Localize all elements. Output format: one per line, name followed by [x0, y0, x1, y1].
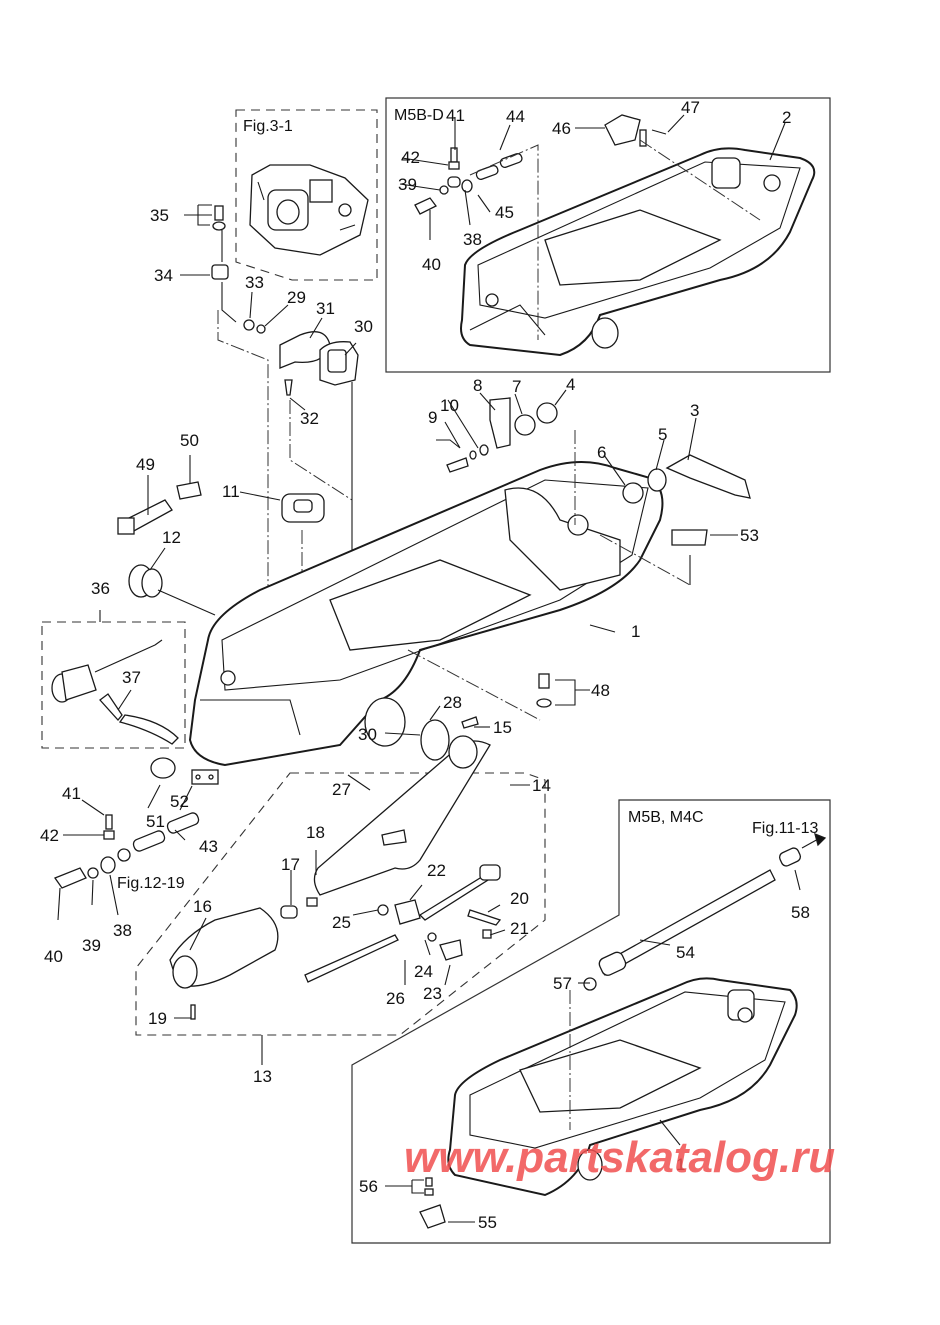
- callout-42-left[interactable]: 42: [40, 826, 59, 845]
- parts-28-30-15: [420, 716, 479, 761]
- callout-30-lower[interactable]: 30: [358, 725, 377, 744]
- callout-44[interactable]: 44: [506, 107, 525, 126]
- lock-lever-parts: [446, 397, 751, 546]
- callout-12[interactable]: 12: [162, 528, 181, 547]
- callout-16[interactable]: 16: [193, 897, 212, 916]
- fig-3-1-inset: Fig.3-1: [235, 109, 378, 281]
- parts-49-50: [117, 481, 202, 535]
- callout-labels: 41 42 39 40 44 38 45 46 47 2 35 34 33 29…: [40, 98, 810, 1232]
- callout-42[interactable]: 42: [401, 148, 420, 167]
- callout-40-left[interactable]: 40: [44, 947, 63, 966]
- parts-51-52: [150, 757, 219, 785]
- callout-41-left[interactable]: 41: [62, 784, 81, 803]
- callout-39-left[interactable]: 39: [82, 936, 101, 955]
- callout-7[interactable]: 7: [512, 377, 521, 396]
- callout-22[interactable]: 22: [427, 861, 446, 880]
- callout-45[interactable]: 45: [495, 203, 514, 222]
- m5b-d-inset: M5B-D: [385, 97, 831, 373]
- callout-3[interactable]: 3: [690, 401, 699, 420]
- callout-39[interactable]: 39: [398, 175, 417, 194]
- callout-18[interactable]: 18: [306, 823, 325, 842]
- callout-17[interactable]: 17: [281, 855, 300, 874]
- callout-49[interactable]: 49: [136, 455, 155, 474]
- callout-43[interactable]: 43: [199, 837, 218, 856]
- callout-56[interactable]: 56: [359, 1177, 378, 1196]
- callout-40[interactable]: 40: [422, 255, 441, 274]
- callout-28[interactable]: 28: [443, 693, 462, 712]
- watermark-text: www.partskatalog.ru: [404, 1133, 835, 1182]
- callout-46[interactable]: 46: [552, 119, 571, 138]
- callout-11[interactable]: 11: [222, 482, 240, 501]
- callout-52[interactable]: 52: [170, 792, 189, 811]
- callout-21[interactable]: 21: [510, 919, 529, 938]
- callout-1[interactable]: 1: [631, 622, 640, 641]
- callout-38-left[interactable]: 38: [113, 921, 132, 940]
- callout-55[interactable]: 55: [478, 1213, 497, 1232]
- fuel-connector-left: [53, 812, 200, 889]
- tiller-linkage-parts: [211, 205, 359, 700]
- callout-58[interactable]: 58: [791, 903, 810, 922]
- callout-31[interactable]: 31: [316, 299, 335, 318]
- grommet-11: [281, 493, 325, 610]
- callout-2[interactable]: 2: [782, 108, 791, 127]
- grommet-12: [128, 564, 216, 616]
- m5b-m4c-label[interactable]: M5B, M4C: [628, 809, 704, 826]
- callout-50[interactable]: 50: [180, 431, 199, 450]
- bottom-cowling-m5b-d: [460, 147, 816, 357]
- callout-37[interactable]: 37: [122, 668, 141, 687]
- callout-25[interactable]: 25: [332, 913, 351, 932]
- fig-12-19-label[interactable]: Fig.12-19: [117, 875, 185, 892]
- callout-36[interactable]: 36: [91, 579, 110, 598]
- bolt-48: [536, 673, 552, 708]
- callout-6[interactable]: 6: [597, 443, 606, 462]
- callout-38[interactable]: 38: [463, 230, 482, 249]
- callout-26[interactable]: 26: [386, 989, 405, 1008]
- callout-13[interactable]: 13: [253, 1067, 272, 1086]
- m5b-m4c-inset: M5B, M4C Fig.11-13: [351, 799, 831, 1244]
- callout-20[interactable]: 20: [510, 889, 529, 908]
- callout-34[interactable]: 34: [154, 266, 173, 285]
- callout-9[interactable]: 9: [428, 408, 437, 427]
- callout-41[interactable]: 41: [446, 106, 465, 125]
- callout-47[interactable]: 47: [681, 98, 700, 117]
- callout-54[interactable]: 54: [676, 943, 695, 962]
- callout-32[interactable]: 32: [300, 409, 319, 428]
- callout-51[interactable]: 51: [146, 812, 165, 831]
- callout-30-upper[interactable]: 30: [354, 317, 373, 336]
- bottom-cowling-main: [188, 430, 691, 767]
- fig-11-13-label[interactable]: Fig.11-13: [752, 820, 819, 837]
- callout-57[interactable]: 57: [553, 974, 572, 993]
- callout-24[interactable]: 24: [414, 962, 433, 981]
- carburetor-illustration: [249, 164, 369, 256]
- callout-29[interactable]: 29: [287, 288, 306, 307]
- callout-27[interactable]: 27: [332, 780, 351, 799]
- callout-19[interactable]: 19: [148, 1009, 167, 1028]
- fig-3-1-label[interactable]: Fig.3-1: [243, 118, 293, 135]
- callout-48[interactable]: 48: [591, 681, 610, 700]
- callout-5[interactable]: 5: [658, 425, 667, 444]
- tiller-handle-group-13: [135, 735, 546, 1036]
- callout-35[interactable]: 35: [150, 206, 169, 225]
- callout-leaders: [57, 114, 801, 1223]
- callout-15[interactable]: 15: [493, 718, 512, 737]
- callout-53[interactable]: 53: [740, 526, 759, 545]
- callout-8[interactable]: 8: [473, 376, 482, 395]
- callout-33[interactable]: 33: [245, 273, 264, 292]
- m5b-d-label[interactable]: M5B-D: [394, 107, 444, 124]
- callout-14[interactable]: 14: [532, 776, 551, 795]
- callout-23[interactable]: 23: [423, 984, 442, 1003]
- callout-10[interactable]: 10: [440, 396, 459, 415]
- callout-4[interactable]: 4: [566, 375, 575, 394]
- callout-1-lower[interactable]: 1: [676, 1155, 685, 1174]
- group-36-inset: [41, 621, 186, 749]
